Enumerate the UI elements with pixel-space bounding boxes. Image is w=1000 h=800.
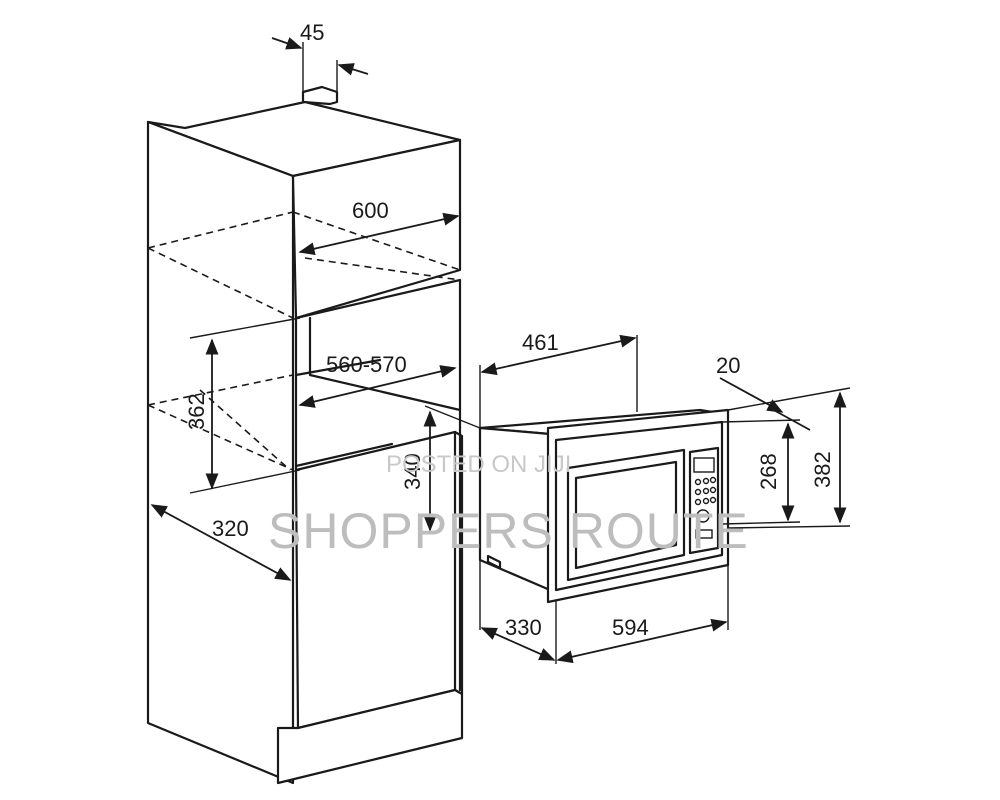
watermark-line2: SHOPPERS ROUTE (268, 503, 749, 559)
dim-label-362: 362 (184, 393, 209, 430)
dim-label-330: 330 (505, 615, 542, 640)
dimension-lines (150, 37, 851, 664)
dim-label-560-570: 560-570 (326, 352, 407, 377)
dim-label-594: 594 (612, 615, 649, 640)
dim-label-382: 382 (810, 451, 835, 488)
dim-label-20: 20 (716, 353, 740, 378)
microwave-unit (478, 408, 730, 604)
dim-label-320: 320 (212, 516, 249, 541)
dim-label-268: 268 (756, 453, 781, 490)
control-buttons (694, 476, 717, 539)
dim-label-600: 600 (352, 198, 389, 223)
dim-label-461: 461 (522, 330, 559, 355)
watermark-line1: POSTED ON JIJI (386, 451, 571, 478)
tall-cabinet (146, 85, 464, 785)
dim-label-45: 45 (300, 20, 324, 45)
dim-label-340: 340 (400, 453, 425, 490)
